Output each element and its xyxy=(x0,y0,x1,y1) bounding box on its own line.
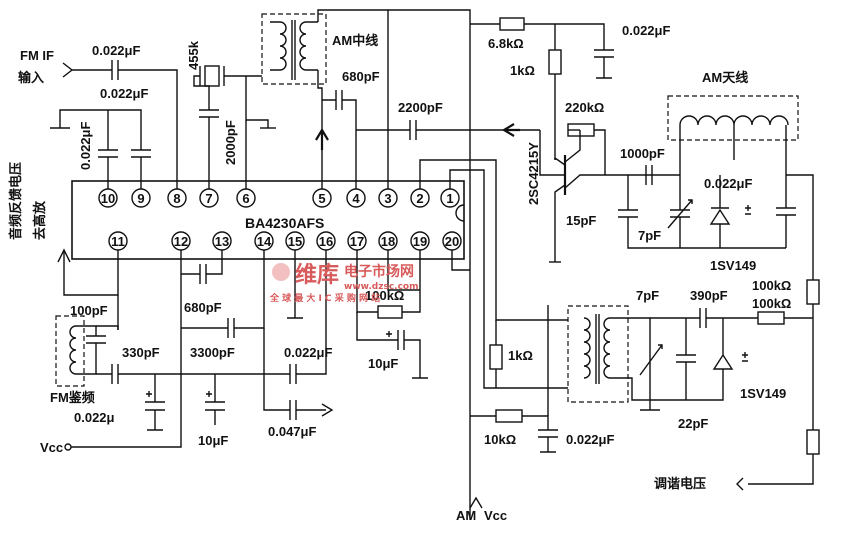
vcc-left-label: Vcc xyxy=(40,440,63,455)
crystal-label: 455k xyxy=(186,40,201,70)
pin-3: 3 xyxy=(384,191,391,206)
pin-routing-right xyxy=(419,159,568,389)
c-7p-am-value: 7pF xyxy=(638,228,661,243)
watermark-brand: 维库 xyxy=(295,262,339,288)
c-10u-bottom-value: 10μF xyxy=(198,433,228,448)
top-supply xyxy=(388,9,614,520)
am-antenna-coil xyxy=(667,95,814,280)
watermark-slogan: 全 球 最 大 I C 采 购 网 站 xyxy=(269,292,380,304)
r-220k-value: 220kΩ xyxy=(565,100,604,115)
c-022-bl-value: 0.022μ xyxy=(74,410,115,425)
c-pin10-value: 0.022μF xyxy=(78,122,93,170)
fm-if-input-label: 输入 xyxy=(18,70,44,85)
ic-ba4230afs: BA4230AFS xyxy=(71,180,465,260)
tuning-voltage-label: 调谐电压 xyxy=(654,476,706,491)
fm-osc-tank xyxy=(567,305,813,411)
pin-8: 8 xyxy=(173,191,180,206)
pin17-18-network xyxy=(356,250,428,379)
c-680-bottom xyxy=(181,250,223,284)
pin-12: 12 xyxy=(174,234,188,249)
c-680-bottom-value: 680pF xyxy=(184,300,222,315)
c-022-fm-out-value: 0.022μF xyxy=(284,345,332,360)
pin9-10-decoupling xyxy=(50,109,151,189)
c-680-top-value: 680pF xyxy=(342,69,380,84)
c-fm-if-value: 0.022μF xyxy=(92,43,140,58)
watermark-url: www.dzsc.com xyxy=(344,282,418,292)
am-tuning-network xyxy=(618,165,796,249)
varactor-2-label: 1SV149 xyxy=(740,386,786,401)
deemphasis-network xyxy=(181,250,334,425)
pin-7: 7 xyxy=(205,191,212,206)
pin-14: 14 xyxy=(257,234,272,249)
am-vcc-filter xyxy=(470,320,558,453)
am-if-label: AM中线 xyxy=(332,33,378,48)
c-top-right-value: 0.022μF xyxy=(622,23,670,38)
vcc-left-rail xyxy=(64,250,182,451)
left-output xyxy=(57,248,119,330)
c-2200 xyxy=(356,120,540,140)
am-label: AM xyxy=(456,508,476,523)
fm-discriminator-label: FM鉴频 xyxy=(50,390,95,405)
c-22p-value: 22pF xyxy=(678,416,708,431)
watermark-site: 电子市场网 xyxy=(344,263,414,280)
c-3300-value: 3300pF xyxy=(190,345,235,360)
r-1k-mid-value: 1kΩ xyxy=(508,348,533,363)
pin-15: 15 xyxy=(288,234,302,249)
am-antenna-label: AM天线 xyxy=(702,70,748,85)
am-vcc-arrows xyxy=(469,496,483,509)
watermark: 维库 电子市场网 www.dzsc.com 全 球 最 大 I C 采 购 网 … xyxy=(269,262,418,304)
pin-17: 17 xyxy=(350,234,364,249)
c-2000-value: 2000pF xyxy=(223,120,238,165)
c-100p-value: 100pF xyxy=(70,303,108,318)
c-15p-value: 15pF xyxy=(566,213,596,228)
audio-feedback-label: 音频反馈电压 xyxy=(8,162,23,240)
r-100k-a-value: 100kΩ xyxy=(752,278,791,293)
c-330-value: 330pF xyxy=(122,345,160,360)
c-022-bl xyxy=(145,374,165,431)
c-1000-value: 1000pF xyxy=(620,146,665,161)
fm-discriminator xyxy=(55,315,290,387)
pin-4: 4 xyxy=(352,191,360,206)
fm-if-input xyxy=(62,60,178,189)
pin-19: 19 xyxy=(413,234,427,249)
fm-if-label: FM IF xyxy=(20,48,54,63)
pin-16: 16 xyxy=(319,234,333,249)
pin-2: 2 xyxy=(416,191,423,206)
c-680-top xyxy=(322,90,357,189)
pin-10: 10 xyxy=(101,191,115,206)
pin-5: 5 xyxy=(318,191,325,206)
c-pin9-value: 0.022μF xyxy=(100,86,148,101)
agc-arrow xyxy=(501,123,520,137)
c-022-bm-value: 0.022μF xyxy=(566,432,614,447)
to-amp-label: 去高放 xyxy=(32,200,47,240)
c-047-value: 0.047μF xyxy=(268,424,316,439)
pin-13: 13 xyxy=(215,234,229,249)
r-10k-value: 10kΩ xyxy=(484,432,516,447)
r-100k-b-value: 100kΩ xyxy=(752,296,791,311)
pin-1: 1 xyxy=(446,191,453,206)
pin-9: 9 xyxy=(137,191,144,206)
r-1k-top-value: 1kΩ xyxy=(510,63,535,78)
vcc-bottom-label: Vcc xyxy=(484,508,507,523)
pin-18: 18 xyxy=(381,234,395,249)
pin5-arrow xyxy=(315,127,329,150)
ic-top-pins: 10 9 8 7 6 5 4 3 2 1 xyxy=(98,188,460,208)
tuning-bias xyxy=(736,279,820,491)
ic-name: BA4230AFS xyxy=(245,215,324,231)
c-390-value: 390pF xyxy=(690,288,728,303)
c-2200-value: 2200pF xyxy=(398,100,443,115)
pin-6: 6 xyxy=(242,191,249,206)
transistor-label: 2SC4215Y xyxy=(526,142,541,205)
r-100k-mid-value: 100kΩ xyxy=(365,288,404,303)
crystal-455k xyxy=(193,65,276,189)
pin-20: 20 xyxy=(445,234,459,249)
r-6k8-value: 6.8kΩ xyxy=(488,36,524,51)
c-ant-value: 0.022μF xyxy=(704,176,752,191)
c-7p-fm-value: 7pF xyxy=(636,288,659,303)
pin-11: 11 xyxy=(111,234,125,249)
varactor-1-label: 1SV149 xyxy=(710,258,756,273)
watermark-logo-icon xyxy=(272,263,290,281)
c-10u-mid-value: 10μF xyxy=(368,356,398,371)
